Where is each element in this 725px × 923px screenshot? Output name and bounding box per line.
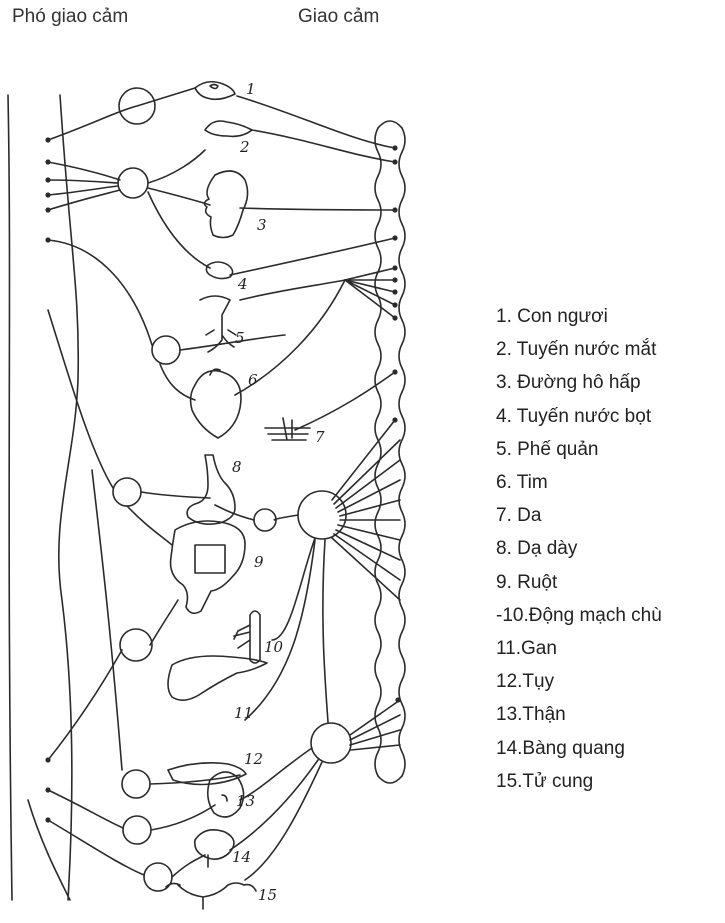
ganglion-renal xyxy=(123,816,151,844)
legend-item: 9. Ruột xyxy=(496,566,662,599)
sympathetic-chain-base xyxy=(378,776,402,783)
organ-skin xyxy=(265,418,310,440)
sympathetic-chain-cap xyxy=(378,121,402,128)
legend-item: 7. Da xyxy=(496,499,662,532)
organ-pancreas xyxy=(168,763,246,785)
organ-number-6: 6 xyxy=(248,371,258,389)
legend-item: 6. Tim xyxy=(496,466,662,499)
organ-number-14: 14 xyxy=(232,848,251,866)
organ-bronchi xyxy=(200,296,236,352)
organ-number-2: 2 xyxy=(239,138,250,156)
organ-number-5: 5 xyxy=(235,329,245,347)
sympathetic-chain-right xyxy=(399,128,405,776)
legend-item: 5. Phế quản xyxy=(496,433,662,466)
organ-bladder xyxy=(195,830,234,867)
ganglion-small xyxy=(254,509,276,531)
legend-item: 3. Đường hô hấp xyxy=(496,366,662,399)
organ-legend: 1. Con ngươi 2. Tuyến nước mắt 3. Đường … xyxy=(496,300,662,798)
organ-number-3: 3 xyxy=(257,216,267,234)
legend-item: 13.Thận xyxy=(496,698,662,731)
legend-item: 1. Con ngươi xyxy=(496,300,662,333)
organ-heart xyxy=(191,369,241,438)
legend-item: 14.Bàng quang xyxy=(496,732,662,765)
organ-uterus xyxy=(166,883,256,909)
organ-intestine xyxy=(171,521,246,613)
legend-item: 2. Tuyến nước mắt xyxy=(496,333,662,366)
organ-number-9: 9 xyxy=(254,553,264,571)
organ-number-12: 12 xyxy=(244,750,263,768)
ganglion-cardiac xyxy=(152,336,180,364)
ganglion-pelvic xyxy=(144,863,172,891)
organ-number-11: 11 xyxy=(234,704,253,722)
organ-head-airway xyxy=(204,171,247,238)
organ-salivary-gland xyxy=(206,262,232,279)
ganglion-mesenteric xyxy=(311,723,351,763)
organ-number-15: 15 xyxy=(258,886,277,904)
organ-aorta xyxy=(234,611,260,663)
spinal-cord-outline xyxy=(59,95,78,900)
legend-item: 8. Dạ dày xyxy=(496,532,662,565)
ganglion-pterygopalatine xyxy=(118,168,148,198)
legend-item: -10.Động mạch chù xyxy=(496,599,662,632)
organ-stomach xyxy=(187,455,235,524)
legend-item: 4. Tuyến nước bọt xyxy=(496,400,662,433)
organ-number-1: 1 xyxy=(246,80,256,98)
ganglion-pancreatic xyxy=(122,770,150,798)
ganglion-intestinal xyxy=(120,629,152,661)
brain-stem-outline xyxy=(8,95,12,900)
organ-number-8: 8 xyxy=(232,458,242,476)
organ-number-10: 10 xyxy=(264,638,284,656)
legend-item: 12.Tụy xyxy=(496,665,662,698)
organ-eye xyxy=(195,82,235,100)
sacral-outline xyxy=(28,800,70,900)
organ-number-4: 4 xyxy=(237,275,248,293)
organ-number-13: 13 xyxy=(236,792,255,810)
sympathetic-chain-left xyxy=(375,128,381,776)
organ-lacrimal-gland xyxy=(205,121,252,136)
legend-item: 15.Tử cung xyxy=(496,765,662,798)
organ-number-7: 7 xyxy=(315,428,325,446)
ganglion-gastric xyxy=(113,478,141,506)
legend-item: 11.Gan xyxy=(496,632,662,665)
